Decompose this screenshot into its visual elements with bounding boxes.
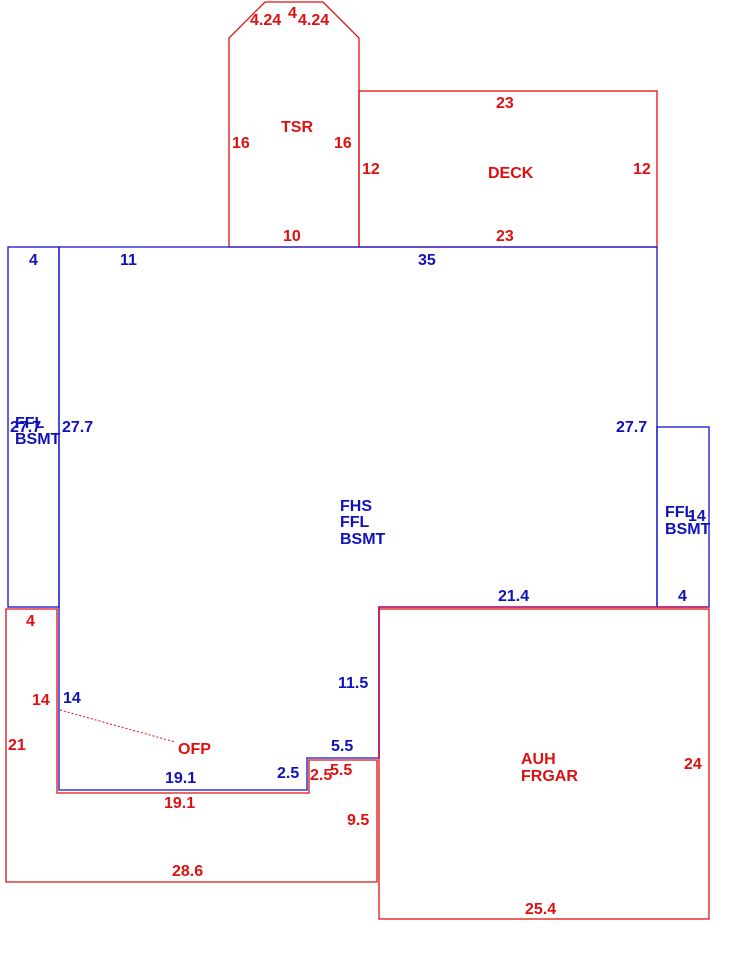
main-dim-bottom-right: 21.4: [498, 588, 529, 605]
ofp-leader-line: [59, 709, 176, 743]
left-bsmt-outline: [7, 246, 60, 608]
ofp-dim-side: 14: [32, 692, 50, 709]
left-bsmt-label-2: BSMT: [15, 431, 61, 448]
left-bsmt-dim-side: 27.7: [10, 419, 41, 436]
main-label-2: FFL: [340, 514, 370, 531]
deck-dim-left: 12: [362, 161, 380, 178]
garage-outline: [378, 608, 710, 920]
main-label-3: BSMT: [340, 531, 386, 548]
main-dim-left-lower: 14: [63, 690, 81, 707]
left-bsmt-label-1: FFL: [15, 415, 45, 432]
deck-dim-top: 23: [496, 95, 514, 112]
main-dim-right: 27.7: [616, 419, 647, 436]
deck-dim-right: 12: [633, 161, 651, 178]
shared-edge: [378, 606, 709, 758]
right-bsmt-dim-bottom: 4: [678, 588, 687, 605]
deck-label: DECK: [488, 165, 534, 182]
tsr-dim-top-left: 4.24: [250, 12, 281, 29]
ofp-dim-right: 9.5: [347, 812, 369, 829]
ofp-outline: [5, 608, 378, 883]
tsr-dim-bottom: 10: [283, 228, 301, 245]
garage-label-1: AUH: [521, 751, 556, 768]
ofp-dim-step-side: 2.5: [310, 767, 332, 784]
main-dim-left: 27.7: [62, 419, 93, 436]
right-bsmt-label-2: BSMT: [665, 521, 711, 538]
tsr-dim-right: 16: [334, 135, 352, 152]
ofp-dim-left: 21: [8, 737, 26, 754]
tsr-dim-top: 4: [288, 5, 297, 22]
main-dim-step-top: 5.5: [331, 738, 353, 755]
right-bsmt-label-1: FFL: [665, 504, 695, 521]
deck-dim-bottom: 23: [496, 228, 514, 245]
ofp-label: OFP: [178, 741, 211, 758]
ofp-dim-inner-bottom: 19.1: [164, 795, 195, 812]
main-dim-inner-vertical: 11.5: [338, 675, 368, 692]
main-dim-bottom-left: 19.1: [165, 770, 196, 787]
main-dim-step-side: 2.5: [277, 765, 299, 782]
garage-label-2: FRGAR: [521, 768, 578, 785]
ofp-dim-step-top: 5.5: [330, 762, 352, 779]
tsr-label: TSR: [281, 119, 313, 136]
main-dim-top-a: 11: [120, 252, 137, 269]
main-dim-top-b: 35: [418, 252, 436, 269]
garage-dim-bottom: 25.4: [525, 901, 556, 918]
tsr-dim-top-right: 4.24: [298, 12, 329, 29]
main-label-1: FHS: [340, 498, 372, 515]
ofp-dim-bottom: 28.6: [172, 863, 203, 880]
left-bsmt-dim-top: 4: [29, 252, 38, 269]
right-bsmt-dim-side: 14: [688, 508, 706, 525]
tsr-dim-left: 16: [232, 135, 250, 152]
ofp-dim-top: 4: [26, 613, 35, 630]
garage-dim-right: 24: [684, 756, 702, 773]
